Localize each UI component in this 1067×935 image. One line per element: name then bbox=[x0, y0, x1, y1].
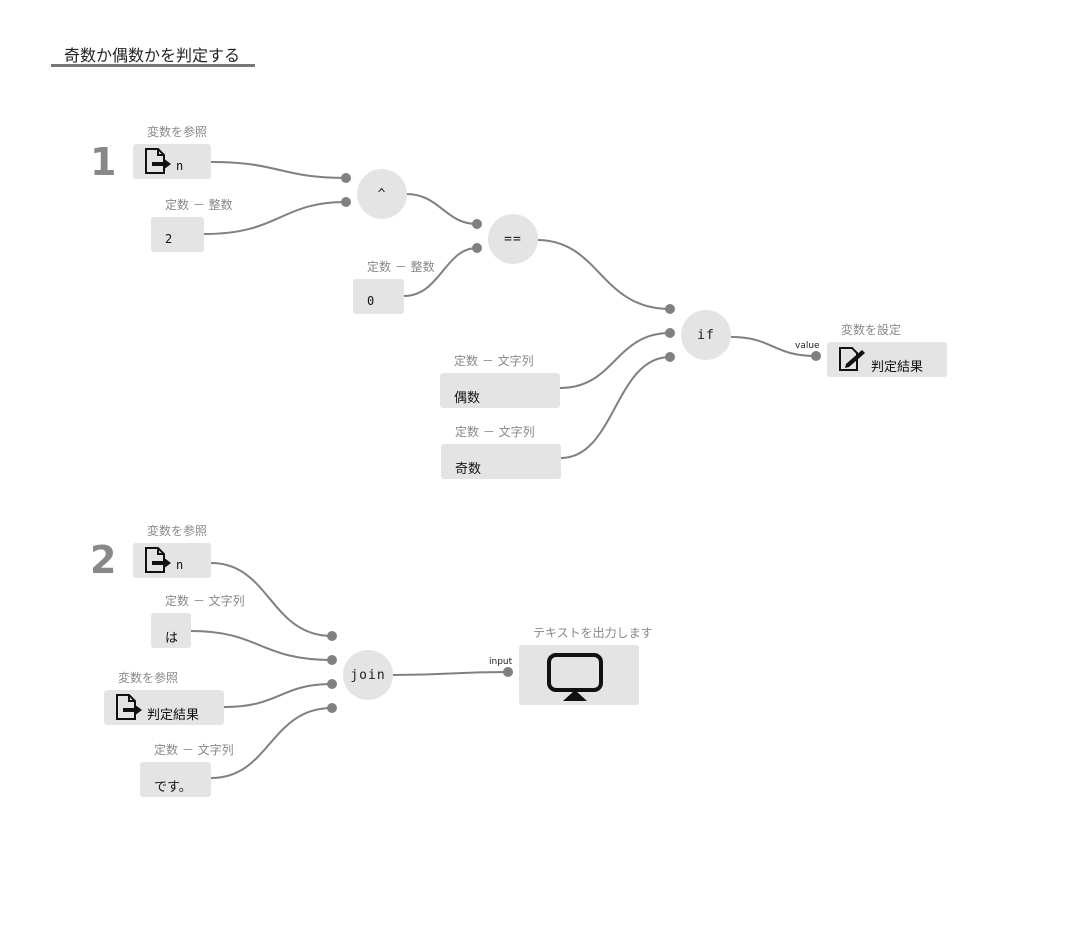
wire-if-to-set bbox=[730, 336, 817, 357]
display-monitor-icon bbox=[547, 653, 603, 701]
wire-desu-to-join bbox=[210, 707, 333, 779]
port-label-value: value bbox=[795, 341, 820, 351]
wire-eq-to-if bbox=[536, 239, 671, 310]
node-label: 定数 － 文字列 bbox=[154, 743, 234, 757]
const-string-node-odd[interactable]: 奇数 bbox=[441, 444, 561, 479]
port-dot bbox=[472, 219, 482, 229]
port-dot bbox=[327, 631, 337, 641]
node-label: 定数 － 整数 bbox=[165, 198, 233, 212]
variable-ref-node-n[interactable]: n bbox=[133, 543, 211, 578]
port-dot bbox=[341, 197, 351, 207]
node-label: 変数を参照 bbox=[147, 524, 208, 538]
join-node[interactable]: join bbox=[343, 650, 393, 700]
node-value: n bbox=[176, 158, 184, 173]
node-value: 判定結果 bbox=[147, 707, 200, 723]
wire-even-to-if bbox=[559, 332, 671, 389]
variable-reference-icon bbox=[145, 547, 171, 573]
port-dot bbox=[327, 703, 337, 713]
operator-pow-node[interactable]: ^ bbox=[357, 169, 407, 219]
port-dot bbox=[472, 243, 482, 253]
port-dot bbox=[341, 173, 351, 183]
page-title: 奇数か偶数かを判定する bbox=[64, 46, 241, 65]
text-output-node[interactable] bbox=[519, 645, 639, 705]
node-label: 定数 － 文字列 bbox=[455, 425, 535, 439]
node-value: 判定結果 bbox=[871, 359, 924, 375]
node-label: 定数 － 文字列 bbox=[165, 594, 245, 608]
step-number-1: 1 bbox=[90, 140, 117, 184]
variable-ref-node-result[interactable]: 判定結果 bbox=[104, 690, 224, 725]
wire-odd-to-if bbox=[560, 356, 671, 459]
const-string-node-even[interactable]: 偶数 bbox=[440, 373, 560, 408]
node-label: 変数を参照 bbox=[147, 125, 208, 139]
const-string-node-wa[interactable]: は bbox=[151, 613, 191, 648]
node-label: 定数 － 整数 bbox=[367, 260, 435, 274]
wire-n-to-join bbox=[210, 562, 333, 637]
node-value: です。 bbox=[154, 779, 192, 795]
node-value: 奇数 bbox=[455, 461, 482, 477]
const-string-node-desu[interactable]: です。 bbox=[140, 762, 211, 797]
port-dot bbox=[327, 655, 337, 665]
variable-reference-icon bbox=[116, 694, 142, 720]
wire-0-to-eq bbox=[403, 247, 478, 297]
set-variable-node[interactable]: 判定結果 bbox=[827, 342, 947, 377]
port-dot bbox=[665, 328, 675, 338]
title-underline bbox=[51, 64, 255, 67]
wire-result-to-join bbox=[223, 683, 333, 708]
node-value: 2 bbox=[165, 231, 173, 246]
port-dot bbox=[811, 351, 821, 361]
port-dot bbox=[665, 352, 675, 362]
node-label: 変数を参照 bbox=[118, 671, 179, 685]
const-int-node-2[interactable]: 2 bbox=[151, 217, 204, 252]
port-dot bbox=[327, 679, 337, 689]
wire-join-to-output bbox=[392, 671, 509, 676]
if-node[interactable]: if bbox=[681, 310, 731, 360]
wire-n-to-pow bbox=[210, 161, 347, 179]
wire-wa-to-join bbox=[190, 630, 333, 661]
node-value: は bbox=[165, 630, 179, 646]
port-dot bbox=[503, 667, 513, 677]
port-label-input: input bbox=[489, 657, 513, 667]
node-value: 0 bbox=[367, 293, 375, 308]
const-int-node-0[interactable]: 0 bbox=[353, 279, 404, 314]
operator-eq-node[interactable]: == bbox=[488, 214, 538, 264]
wire-pow-to-eq bbox=[405, 193, 478, 225]
node-value: 偶数 bbox=[454, 390, 481, 406]
step-number-2: 2 bbox=[90, 538, 117, 582]
port-dot bbox=[665, 304, 675, 314]
node-label: 変数を設定 bbox=[841, 323, 902, 337]
node-label: 定数 － 文字列 bbox=[454, 354, 534, 368]
variable-set-icon bbox=[839, 347, 865, 371]
node-label: テキストを出力します bbox=[533, 626, 653, 640]
wire-2-to-pow bbox=[203, 201, 347, 235]
variable-reference-icon bbox=[145, 148, 171, 174]
node-value: n bbox=[176, 557, 184, 572]
variable-ref-node-n[interactable]: n bbox=[133, 144, 211, 179]
